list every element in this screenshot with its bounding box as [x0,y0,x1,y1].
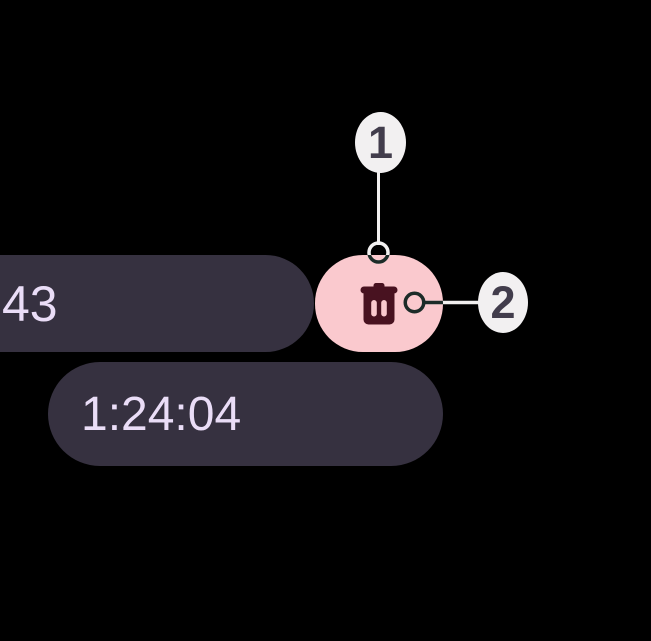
trash-icon-lid [360,286,398,293]
delete-button[interactable] [315,255,443,352]
trash-icon-slot-left [371,299,377,316]
trash-icon-body [363,293,395,324]
time-chip-elapsed-value: 1:24:04 [81,387,242,441]
trash-icon [360,282,398,324]
time-chip-partial-value: 43 [2,275,58,332]
callout-2-label: 2 [490,276,516,328]
callout-2-badge: 2 [478,272,528,333]
trash-icon-slot-right [381,299,387,316]
callout-1-label: 1 [367,116,394,168]
time-chip-elapsed: 1:24:04 [48,362,443,466]
callout-1-badge: 1 [355,112,406,173]
time-chip-partial: 43 [0,255,314,352]
